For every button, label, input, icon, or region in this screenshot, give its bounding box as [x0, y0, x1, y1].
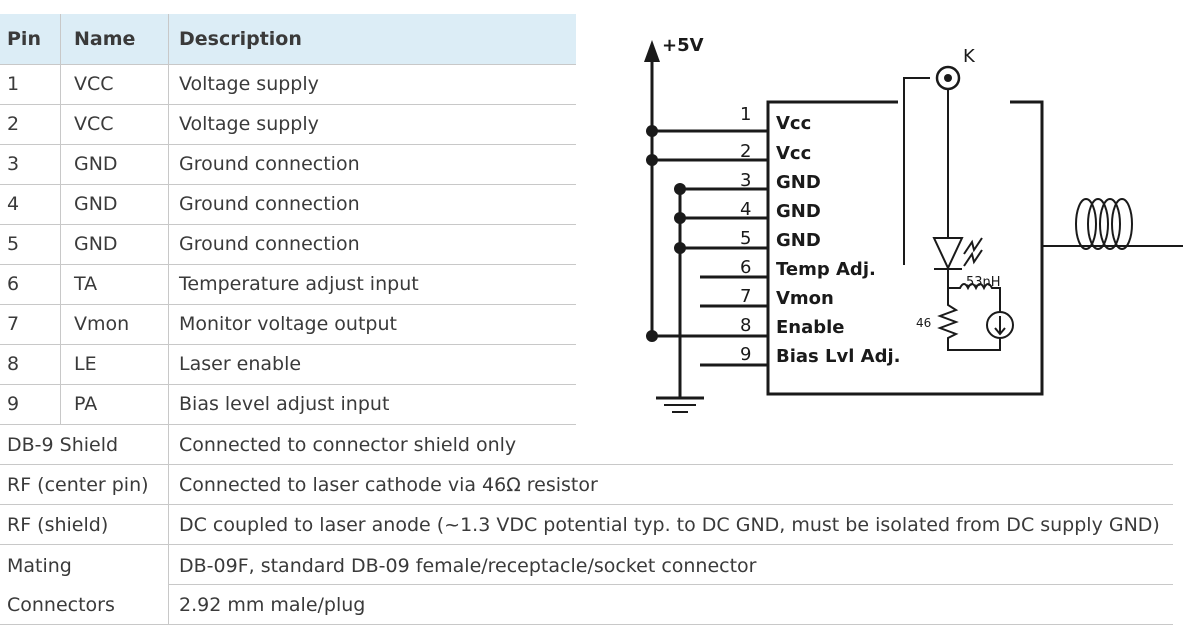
header-name: Name — [74, 28, 136, 50]
row-divider — [0, 144, 576, 145]
pin-number: 7 — [740, 286, 751, 307]
pin-number: 3 — [740, 170, 751, 191]
emission-arrow — [963, 237, 983, 255]
pin-label: GND — [776, 172, 821, 193]
resistor — [937, 288, 1001, 351]
fiber-coil-icon — [1075, 198, 1097, 250]
mating-label-line1: Mating — [7, 555, 72, 577]
pin-cell: 8 — [7, 353, 20, 375]
pin-number: 9 — [740, 344, 751, 365]
pin-cell: 2 — [7, 113, 20, 135]
description-cell: Bias level adjust input — [179, 393, 390, 415]
row-divider — [0, 64, 576, 65]
name-cell: VCC — [74, 113, 114, 135]
module-box — [766, 100, 1044, 396]
description-cell: Voltage supply — [179, 113, 319, 135]
pin-label: Vcc — [776, 113, 811, 134]
row-divider — [0, 104, 576, 105]
pin-number: 8 — [740, 315, 751, 336]
row-divider — [0, 184, 576, 185]
laser-diode — [932, 237, 964, 271]
row-divider — [0, 464, 1173, 465]
name-cell: GND — [74, 193, 118, 215]
rf-center-label: RF (center pin) — [7, 474, 149, 496]
supply-label: +5V — [662, 35, 704, 56]
laser-module-schematic: +5V K 53nH 46 1 Vcc 2 Vcc 3 GND 4 GND 5 … — [644, 35, 1183, 413]
pin-cell: 1 — [7, 73, 20, 95]
name-cell: GND — [74, 153, 118, 175]
pin-number: 4 — [740, 199, 751, 220]
inductor-label: 53nH — [966, 275, 1001, 290]
shield-label: DB-9 Shield — [7, 434, 119, 456]
description-cell: Laser enable — [179, 353, 302, 375]
pin-number: 6 — [740, 257, 751, 278]
pin-label: Vcc — [776, 143, 811, 164]
header-description: Description — [179, 28, 302, 50]
pin-cell: 7 — [7, 313, 20, 335]
rf-center-desc: Connected to laser cathode via 46Ω resis… — [179, 474, 598, 496]
col-divider — [168, 14, 169, 624]
pin-cell: 6 — [7, 273, 20, 295]
pin-cell: 9 — [7, 393, 20, 415]
description-cell: Voltage supply — [179, 73, 319, 95]
junction-dots — [646, 74, 952, 342]
mating-desc-line2: 2.92 mm male/plug — [179, 594, 366, 616]
current-source — [986, 311, 1014, 339]
description-cell: Ground connection — [179, 153, 360, 175]
supply-arrow-icon — [644, 40, 660, 62]
col-divider — [60, 14, 61, 424]
name-cell: TA — [74, 273, 98, 295]
resistor-label: 46 — [916, 316, 931, 330]
name-cell: Vmon — [74, 313, 130, 335]
rf-shield-desc: DC coupled to laser anode (~1.3 VDC pote… — [179, 514, 1160, 536]
row-divider — [0, 384, 576, 385]
description-cell: Monitor voltage output — [179, 313, 397, 335]
pin-cell: 3 — [7, 153, 20, 175]
name-cell: VCC — [74, 73, 114, 95]
description-cell: Temperature adjust input — [179, 273, 419, 295]
header-pin: Pin — [7, 28, 41, 50]
connector-label: K — [963, 46, 976, 67]
description-cell: Ground connection — [179, 233, 360, 255]
pin-label: Enable — [776, 317, 845, 338]
pin-label: Temp Adj. — [776, 259, 876, 280]
shield-desc: Connected to connector shield only — [179, 434, 517, 456]
row-divider — [0, 264, 576, 265]
table-header-row — [0, 14, 576, 64]
description-cell: Ground connection — [179, 193, 360, 215]
row-divider — [0, 504, 1173, 505]
mating-desc-line1: DB-09F, standard DB-09 female/receptacle… — [179, 555, 757, 577]
pin-cell: 4 — [7, 193, 20, 215]
pin-label: Vmon — [776, 288, 834, 309]
row-divider — [0, 304, 576, 305]
pin-number: 1 — [740, 104, 751, 125]
pin-number: 5 — [740, 228, 751, 249]
name-cell: GND — [74, 233, 118, 255]
row-divider — [0, 544, 1173, 545]
pin-label: Bias Lvl Adj. — [776, 346, 900, 367]
name-cell: PA — [74, 393, 98, 415]
row-divider — [0, 224, 576, 225]
row-divider — [168, 584, 1173, 585]
pin-label: GND — [776, 230, 821, 251]
pin-cell: 5 — [7, 233, 20, 255]
name-cell: LE — [74, 353, 97, 375]
pin-label: GND — [776, 201, 821, 222]
rf-connector-k — [935, 65, 961, 91]
inductor — [948, 283, 1001, 313]
row-divider — [0, 424, 576, 425]
pin-number: 2 — [740, 141, 751, 162]
row-divider — [0, 624, 1173, 625]
mating-label-line2: Connectors — [7, 594, 115, 616]
row-divider — [0, 344, 576, 345]
laser-branch-wire — [903, 77, 930, 265]
rf-shield-label: RF (shield) — [7, 514, 109, 536]
